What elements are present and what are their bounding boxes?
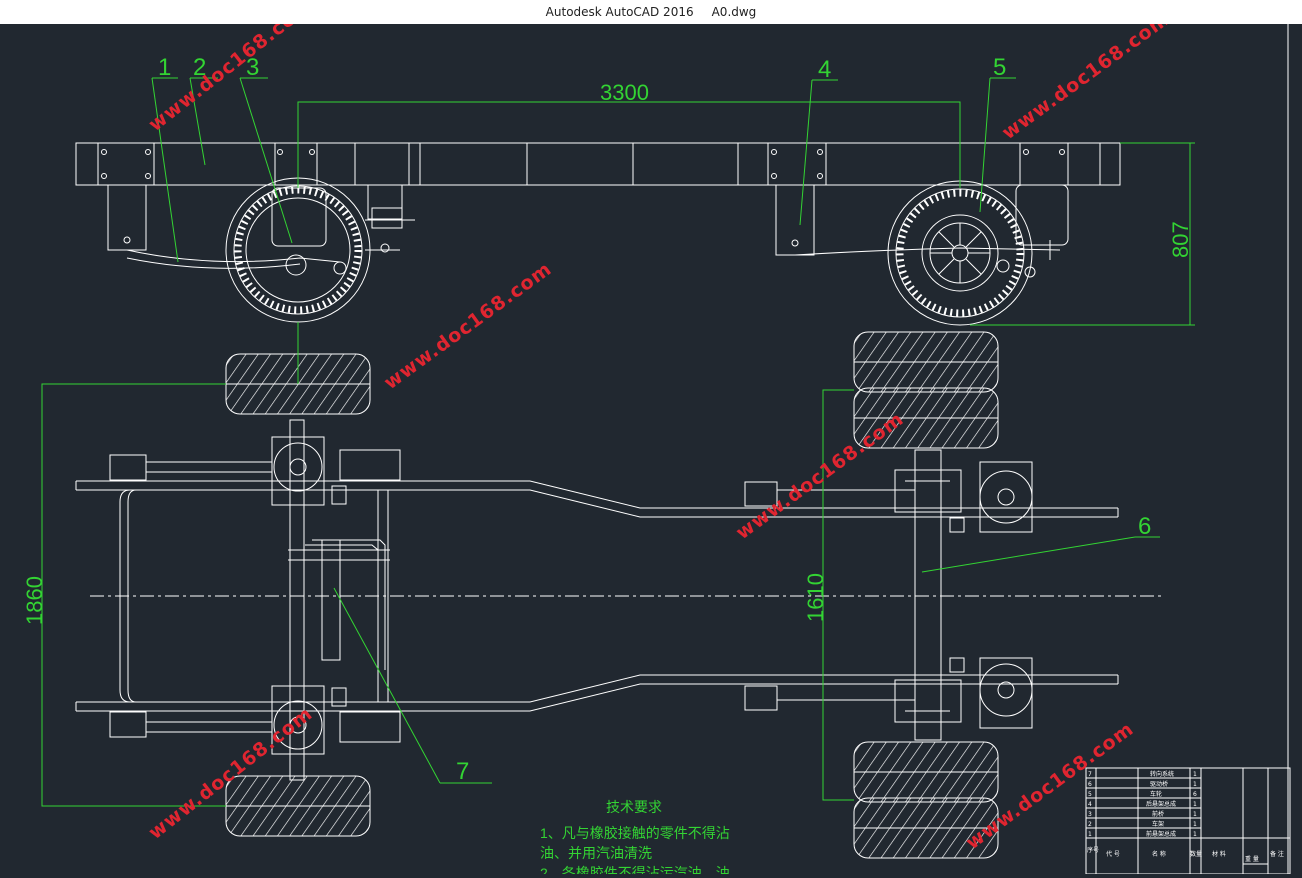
bom-row-5-name: 车轮 bbox=[1150, 790, 1162, 798]
bom-row-2-qty: 1 bbox=[1193, 821, 1197, 828]
tech-requirements-line-3: 2、各橡胶件不得沾污汽油、油 bbox=[540, 865, 730, 874]
bom-row-3-no: 3 bbox=[1088, 811, 1092, 818]
dimension-front-track-text: 1860 bbox=[22, 576, 47, 625]
bom-row-2-no: 2 bbox=[1088, 821, 1092, 828]
bom-row-6-name: 驱动桥 bbox=[1150, 780, 1168, 788]
balloon-7: 7 bbox=[456, 758, 469, 785]
frame-rail-upper bbox=[76, 480, 1118, 509]
dimension-rear-track-text: 1610 bbox=[803, 573, 828, 622]
bom-header-name: 名 称 bbox=[1152, 850, 1166, 858]
file-name: A0.dwg bbox=[711, 5, 757, 19]
tech-requirements-line-2: 油、并用汽油清洗 bbox=[540, 845, 652, 861]
bom-row-2-name: 车架 bbox=[1152, 820, 1164, 828]
rear-wheel-side bbox=[887, 180, 1033, 326]
dimension-front-track: 1860 bbox=[22, 383, 226, 807]
balloon-1: 1 bbox=[158, 54, 171, 81]
frame-rail-side bbox=[75, 142, 1121, 186]
bom-row-5-no: 5 bbox=[1088, 791, 1092, 798]
bom-header-material: 材 料 bbox=[1212, 850, 1226, 858]
frame-rail-lower bbox=[76, 674, 1118, 703]
bom-table: 7 转向系统 1 6 驱动桥 1 5 车轮 6 4 后悬架总成 1 3 前桥 1… bbox=[1085, 767, 1291, 875]
bom-row-1-qty: 1 bbox=[1193, 831, 1197, 838]
watermark-text: www.doc168.com bbox=[380, 258, 556, 394]
rear-tire-top-outer bbox=[853, 331, 999, 393]
bom-row-4-qty: 1 bbox=[1193, 801, 1197, 808]
cad-drawing: 3300 807 bbox=[22, 0, 1291, 878]
rear-tire-bottom-inner bbox=[853, 741, 999, 803]
tech-requirements-line-1: 1、凡与橡胶接触的零件不得沾 bbox=[540, 825, 730, 841]
bom-row-1-no: 1 bbox=[1088, 831, 1092, 838]
window-title-bar: Autodesk AutoCAD 2016 A0.dwg bbox=[0, 0, 1302, 24]
tech-requirements: 技术要求 1、凡与橡胶接触的零件不得沾 油、并用汽油清洗 2、各橡胶件不得沾污汽… bbox=[540, 799, 730, 878]
watermark-text: www.doc168.com bbox=[732, 408, 908, 544]
dimension-height: 807 bbox=[970, 142, 1195, 326]
front-tire-bottom bbox=[225, 775, 371, 837]
bom-header-qty: 数量 bbox=[1190, 850, 1202, 858]
balloon-5: 5 bbox=[993, 54, 1006, 81]
bom-row-7-no: 7 bbox=[1088, 771, 1092, 778]
rear-axle bbox=[914, 449, 942, 741]
bom-header-remark: 备 注 bbox=[1270, 850, 1284, 858]
top-view bbox=[75, 331, 1165, 859]
balloon-6: 6 bbox=[1138, 513, 1151, 540]
app-name: Autodesk AutoCAD 2016 bbox=[545, 5, 694, 19]
bom-row-7-name: 转向系统 bbox=[1150, 770, 1174, 778]
dimension-rear-track: 1610 bbox=[803, 389, 854, 801]
bom-header-code: 代 号 bbox=[1106, 850, 1120, 858]
balloon-3: 3 bbox=[246, 54, 259, 81]
watermark-text: www.doc168.com bbox=[998, 24, 1174, 144]
dimension-height-text: 807 bbox=[1168, 221, 1193, 258]
dimension-wheelbase-text: 3300 bbox=[600, 80, 649, 105]
bom-row-7-qty: 1 bbox=[1193, 771, 1197, 778]
tech-requirements-title: 技术要求 bbox=[606, 799, 662, 815]
balloon-4: 4 bbox=[818, 56, 831, 83]
bom-header-weight: 重 量 bbox=[1245, 855, 1259, 863]
dimension-wheelbase: 3300 bbox=[297, 80, 961, 188]
side-view bbox=[75, 142, 1121, 326]
bom-row-5-qty: 6 bbox=[1193, 791, 1197, 798]
bom-row-3-qty: 1 bbox=[1193, 811, 1197, 818]
bom-row-4-name: 后悬架总成 bbox=[1146, 800, 1176, 808]
bom-row-6-qty: 1 bbox=[1193, 781, 1197, 788]
bom-row-6-no: 6 bbox=[1088, 781, 1092, 788]
front-wheel-side bbox=[225, 177, 371, 323]
bom-row-1-name: 前悬架总成 bbox=[1146, 830, 1176, 838]
bom-row-3-name: 前桥 bbox=[1152, 810, 1164, 818]
part-balloons: 1 2 3 4 5 6 7 bbox=[151, 54, 1160, 785]
balloon-2: 2 bbox=[193, 54, 206, 81]
bom-header-seq: 序号 bbox=[1087, 846, 1099, 854]
bom-row-4-no: 4 bbox=[1088, 801, 1092, 808]
